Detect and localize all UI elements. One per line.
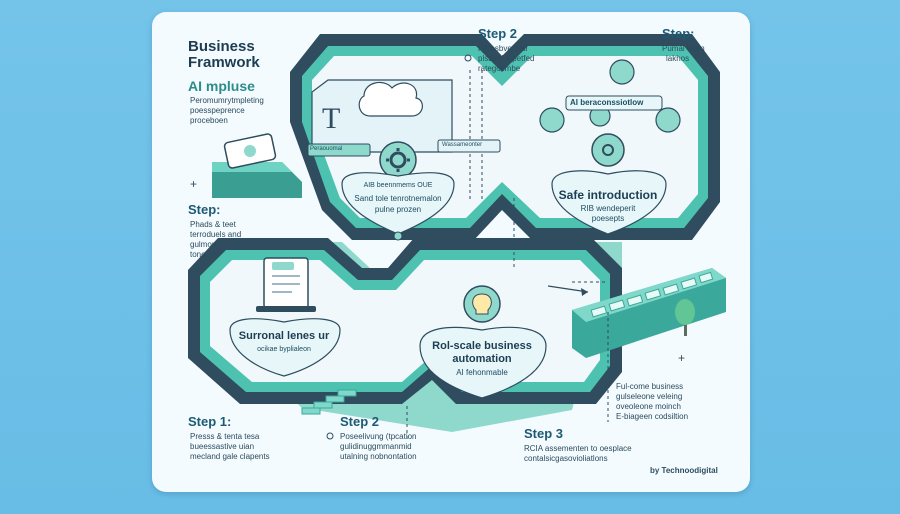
left-desc-2: terroduels and xyxy=(190,230,242,239)
top-right-desc-1: Pumal team xyxy=(662,44,705,53)
node1-top: AIB beennmems OUE xyxy=(363,182,433,189)
impulse-heading: AI mpluse xyxy=(188,78,255,94)
tree-trunk xyxy=(684,316,687,336)
node1-line-1: Sand tole tenrotnemalon xyxy=(354,194,442,203)
network-badge xyxy=(591,133,625,167)
keyboard-bar xyxy=(572,268,726,358)
gear-badge xyxy=(379,141,417,179)
bullet-step2-top xyxy=(464,54,472,62)
stairs-icon xyxy=(301,389,357,415)
bottom-step3-desc-1: RCIA assementen to oesplace xyxy=(524,444,632,453)
node2-bubble xyxy=(551,170,667,235)
right-desc-3: oveoleone moinch xyxy=(616,402,681,411)
type-icon: T xyxy=(322,102,340,135)
document-lines-icon xyxy=(272,275,300,293)
top-right-step-label: Step: xyxy=(662,26,695,41)
node1-bubble xyxy=(341,172,455,235)
title-line-2: Framwork xyxy=(188,54,260,71)
bottom-step2-desc-1: Poseelivung (tpcation xyxy=(340,432,417,441)
bottom-step2-label: Step 2 xyxy=(340,414,380,429)
bottom-step1-desc-1: Presss & tenta tesa xyxy=(190,432,260,441)
left-desc-4: tone' xyxy=(190,250,208,259)
title-line-1: Business xyxy=(188,38,255,55)
framework-diagram: T xyxy=(188,34,726,442)
ai-bar xyxy=(565,95,663,111)
right-desc-2: gulseleone veleing xyxy=(616,392,683,401)
plus-marker-1: + xyxy=(190,177,197,191)
board-label-1: Peraouomal xyxy=(310,146,343,152)
infographic-card: T xyxy=(152,12,750,492)
left-step-label: Step: xyxy=(188,202,221,217)
top-icon-1 xyxy=(609,59,635,85)
gear-icon xyxy=(389,151,407,169)
impulse-desc-1: Peromumrytmpleting xyxy=(190,96,264,105)
phone-screen-dot xyxy=(244,145,256,157)
gear-teeth-icon xyxy=(386,148,410,172)
ai-bar-label: AI beraconssiotlow xyxy=(570,98,644,107)
node3-bubble xyxy=(229,318,341,377)
bottom-step2-desc-2: gulidinuggmmanmid xyxy=(340,442,412,451)
top-step2-desc-2: plsbind a petfed xyxy=(478,54,535,63)
arrow-head-icon xyxy=(581,288,588,296)
node4-bubble xyxy=(419,326,547,399)
right-desc-1: Ful-come business xyxy=(616,382,684,391)
bullet-step2-bottom xyxy=(326,432,334,440)
node2-title: Safe introduction xyxy=(558,188,658,202)
node4-title-line-1: Rol-scale business xyxy=(432,340,532,352)
bottom-step1-desc-2: bueessastive uian xyxy=(190,442,255,451)
top-step2-desc-3: rategosmbe xyxy=(478,64,521,73)
top-step2-desc-1: Perosbvemral xyxy=(478,44,528,53)
document-tag xyxy=(272,262,294,270)
tree-icon xyxy=(675,299,695,325)
node4-line-1: AI fehonmable xyxy=(456,368,508,377)
top-icon-3 xyxy=(655,107,681,133)
bottom-step3-label: Step 3 xyxy=(524,426,564,441)
impulse-desc-3: proceboen xyxy=(190,116,228,125)
network-icon xyxy=(602,144,614,156)
board-tag-1 xyxy=(307,143,371,157)
node1-line-2: pulne prozen xyxy=(374,205,422,214)
top-icon-2 xyxy=(539,107,565,133)
bottom-step2-desc-3: utalning nobnontation xyxy=(340,452,417,461)
top-right-desc-2: lakhos xyxy=(666,54,690,63)
laptop-base xyxy=(256,306,316,312)
node4-title-line-2: automation xyxy=(452,353,512,365)
node3-line-1: ocikae byplialeon xyxy=(257,346,311,353)
keyboard-keys xyxy=(590,271,714,318)
credit-text: by Technoodigital xyxy=(650,466,718,475)
top-step2-label: Step 2 xyxy=(478,26,518,41)
right-desc-4: E-biageen codsiltion xyxy=(616,412,689,421)
bottom-step1-desc-3: mecland gale clapents xyxy=(190,452,270,461)
dashed-connectors xyxy=(406,70,609,442)
node1-pin xyxy=(393,231,403,241)
node2-line-1: RIB wendeperit xyxy=(580,204,636,213)
left-desc-1: Phads & teet xyxy=(190,220,236,229)
bottom-step3-desc-2: contalsicgasovioliatlons xyxy=(524,454,608,463)
arrow-line xyxy=(547,285,589,293)
bottom-step1-label: Step 1: xyxy=(188,414,232,429)
board-tag-2 xyxy=(437,139,501,153)
left-desc-3: gulmon xyxy=(190,240,217,249)
board-label-2: Wassameonter xyxy=(442,142,483,148)
impulse-desc-2: poesspeprence xyxy=(190,106,245,115)
plus-marker-2: + xyxy=(678,351,685,365)
node3-title: Surronal lenes ur xyxy=(238,330,330,342)
cloud-icon xyxy=(358,81,423,117)
lightbulb-icon xyxy=(472,293,492,315)
node2-line-2: poesepts xyxy=(591,214,625,223)
